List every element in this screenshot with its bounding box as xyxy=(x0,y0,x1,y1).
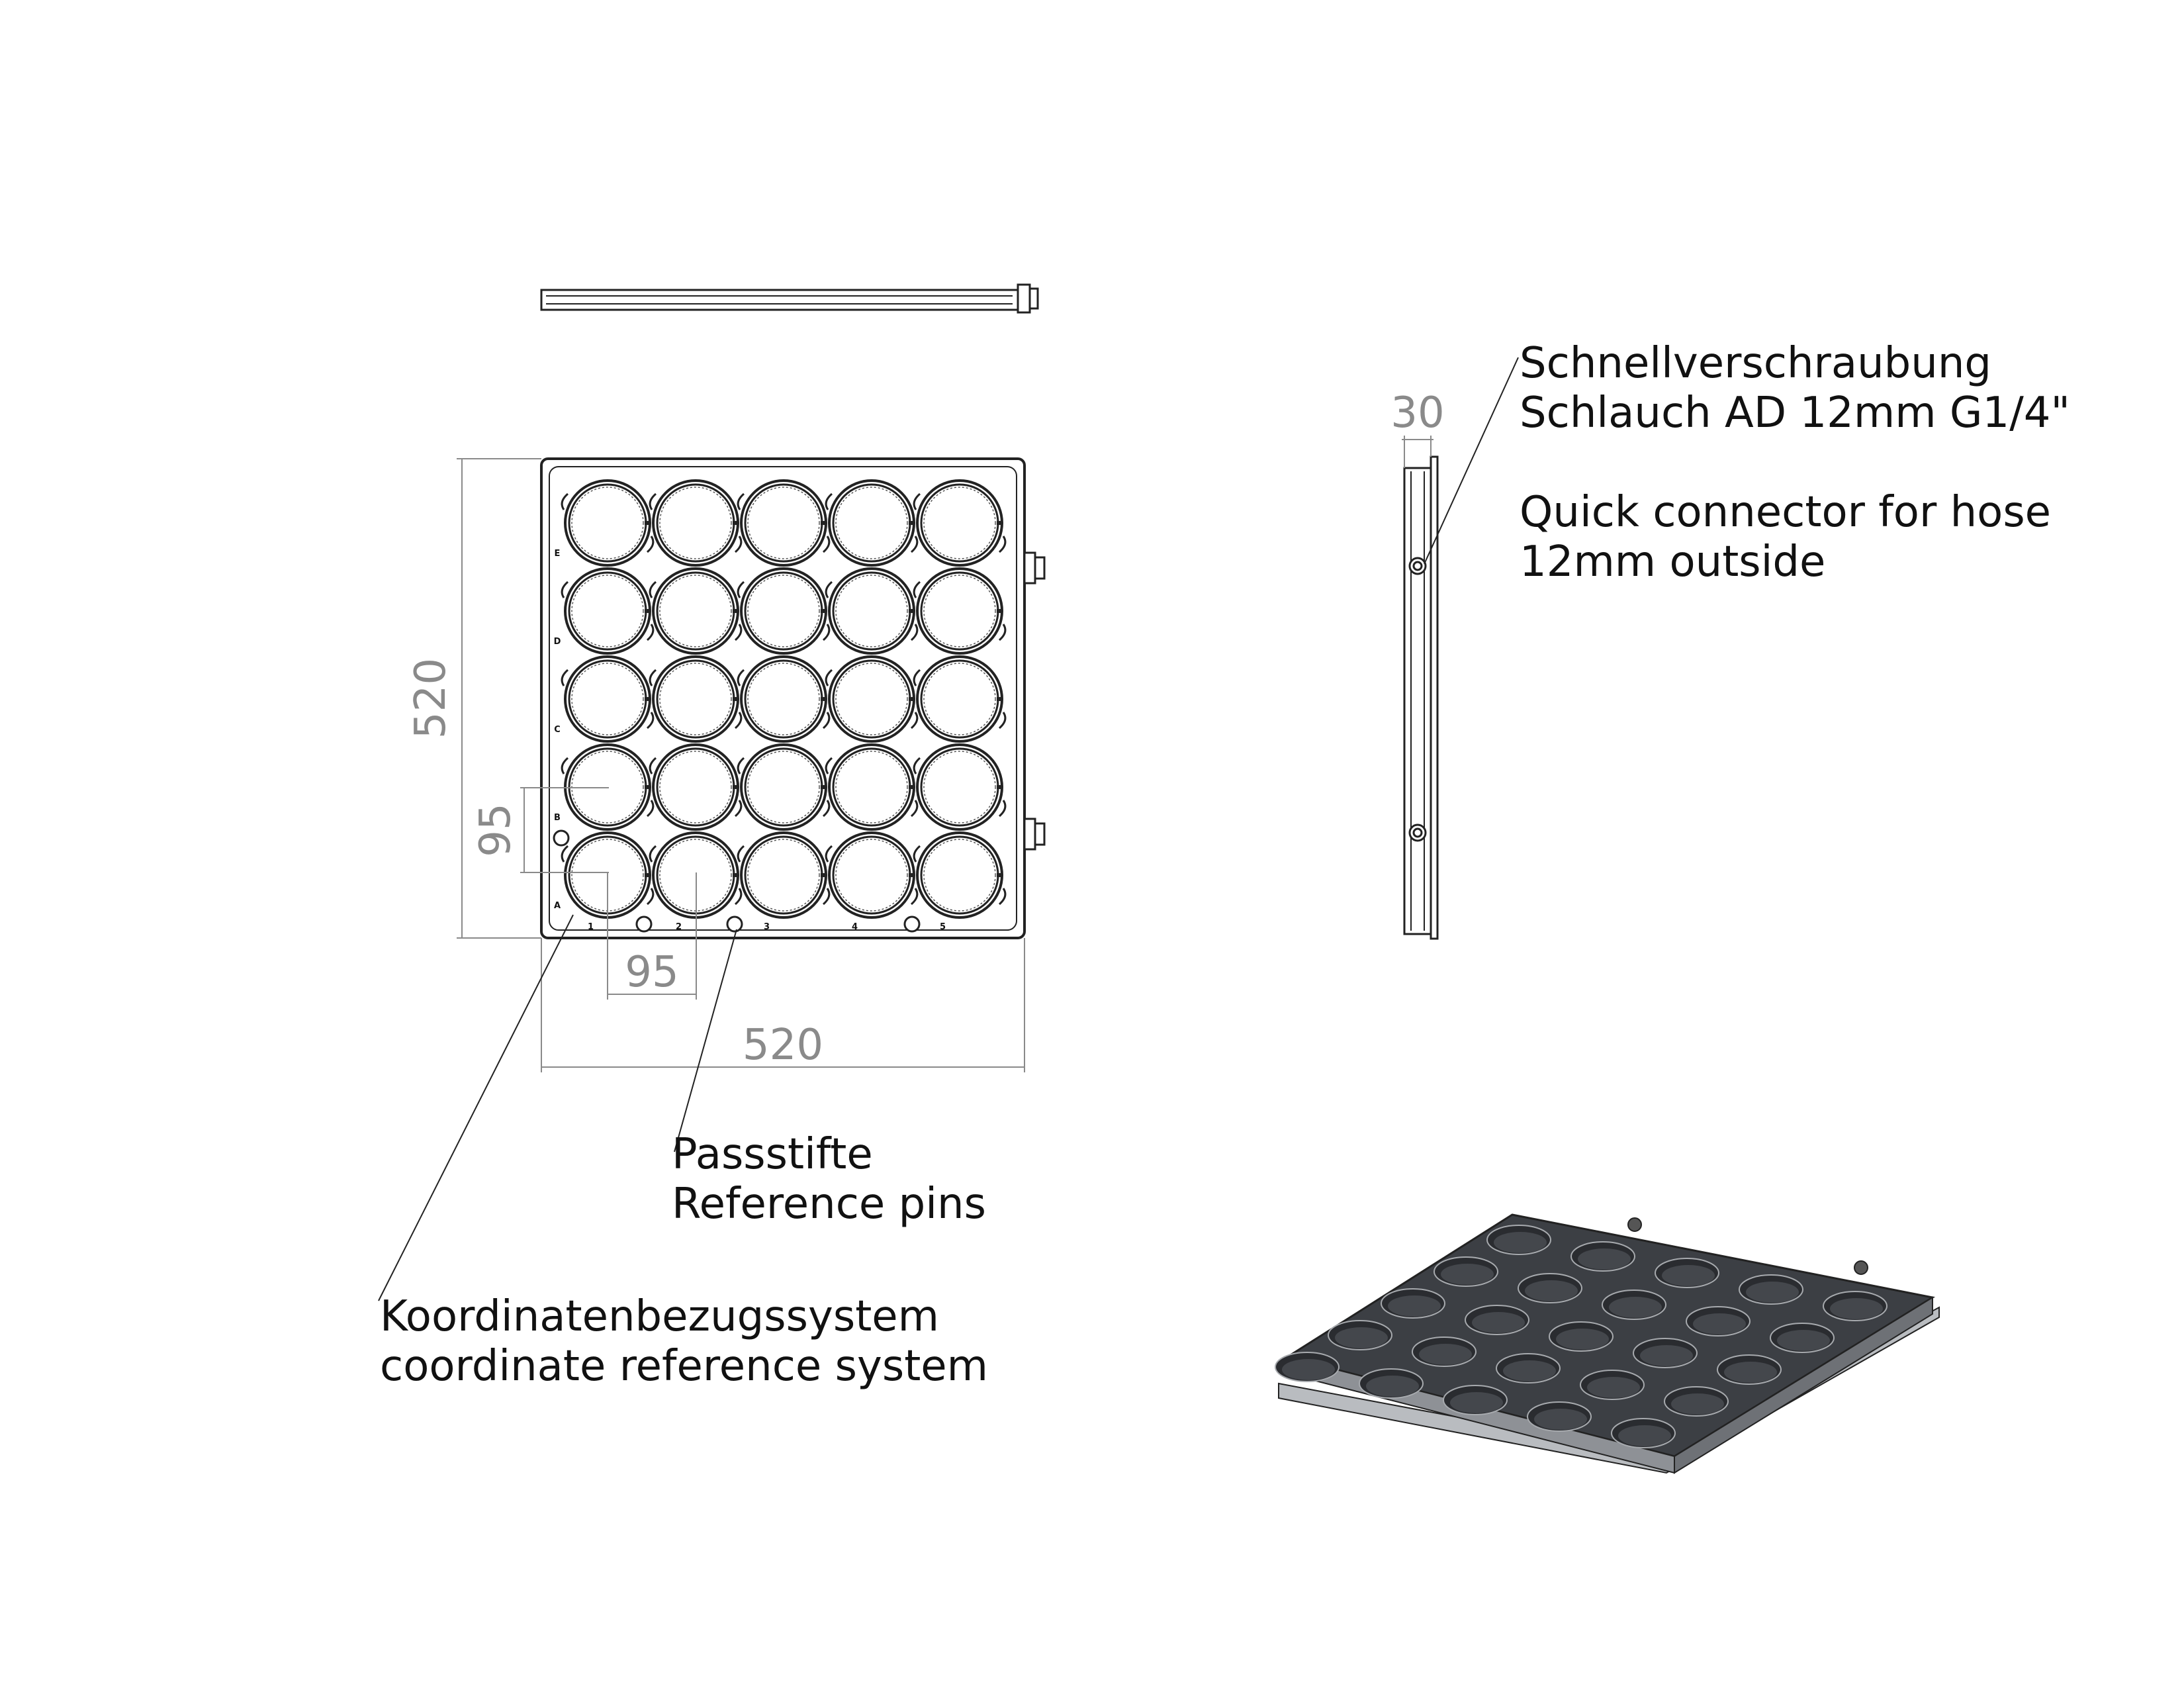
iso-well xyxy=(1443,1385,1508,1415)
reference-pin xyxy=(635,915,653,933)
connector-label-en-2: 12mm outside xyxy=(1520,538,1825,586)
well xyxy=(561,655,655,743)
iso-well xyxy=(1486,1225,1551,1255)
well xyxy=(913,479,1007,567)
well xyxy=(737,567,831,655)
iso-well xyxy=(1580,1370,1645,1400)
iso-well xyxy=(1602,1289,1666,1320)
connector-label-de-2: Schlauch AD 12mm G1/4" xyxy=(1520,389,2070,438)
side-view xyxy=(1403,455,1439,940)
dim-side-thickness-value: 30 xyxy=(1390,389,1444,438)
connector-label-de-1: Schnellverschraubung xyxy=(1520,339,1991,388)
connector-upper xyxy=(1023,551,1046,585)
column-label: 1 xyxy=(588,922,594,932)
well xyxy=(825,831,919,919)
iso-connector xyxy=(1854,1260,1868,1275)
isometric-view xyxy=(1275,1213,1940,1474)
iso-well xyxy=(1527,1401,1592,1432)
reference-pin xyxy=(553,829,570,847)
iso-well xyxy=(1686,1306,1751,1336)
well xyxy=(649,655,743,743)
dim-overall-height-value: 520 xyxy=(406,658,455,739)
well xyxy=(825,479,919,567)
iso-well xyxy=(1770,1323,1835,1353)
well xyxy=(737,479,831,567)
wells xyxy=(561,479,1007,919)
iso-well xyxy=(1655,1258,1719,1288)
dim-pitch-vertical xyxy=(520,787,609,873)
coords-label-de: Koordinatenbezugssystem xyxy=(380,1292,939,1341)
connector-lower xyxy=(1023,818,1046,851)
well xyxy=(649,743,743,831)
well xyxy=(825,655,919,743)
well xyxy=(913,655,1007,743)
dim-side-thickness xyxy=(1402,436,1433,468)
dim-overall-height xyxy=(457,458,541,939)
row-label: C xyxy=(554,725,561,735)
well xyxy=(825,743,919,831)
column-label: 4 xyxy=(852,922,858,932)
top-edge-view xyxy=(540,283,1039,314)
row-labels: E D C B A xyxy=(554,549,561,911)
iso-well xyxy=(1359,1368,1424,1399)
iso-well xyxy=(1717,1354,1782,1385)
plate-inner-outline xyxy=(549,466,1017,931)
well xyxy=(561,567,655,655)
plate-outline xyxy=(540,457,1026,939)
dim-pitch-horizontal xyxy=(607,872,697,1000)
iso-well xyxy=(1328,1320,1392,1350)
column-labels: 1 2 3 4 5 xyxy=(588,922,946,932)
iso-well xyxy=(1465,1305,1529,1335)
iso-well xyxy=(1823,1291,1888,1321)
row-label: D xyxy=(554,637,561,647)
pins-label-en: Reference pins xyxy=(672,1180,986,1229)
iso-well xyxy=(1611,1418,1676,1448)
well xyxy=(913,743,1007,831)
well xyxy=(913,567,1007,655)
reference-pin xyxy=(726,915,743,933)
well xyxy=(913,831,1007,919)
iso-well xyxy=(1549,1321,1614,1352)
iso-well xyxy=(1496,1353,1561,1383)
reference-pin xyxy=(903,915,921,933)
column-label: 3 xyxy=(764,922,770,932)
connector-leader-line xyxy=(1424,357,1519,565)
plate-front-view: E D C B A 1 2 3 4 5 xyxy=(540,457,1046,939)
iso-well xyxy=(1633,1338,1698,1368)
iso-well xyxy=(1570,1241,1635,1272)
iso-well xyxy=(1433,1256,1498,1287)
leader-lines xyxy=(378,914,737,1301)
dim-pitch-vertical-value: 95 xyxy=(471,803,520,857)
coords-label-en: coordinate reference system xyxy=(380,1342,988,1391)
well xyxy=(737,655,831,743)
iso-wells xyxy=(1275,1225,1888,1448)
dim-pitch-horizontal-value: 95 xyxy=(625,948,678,997)
iso-well xyxy=(1739,1274,1803,1305)
well xyxy=(737,831,831,919)
pins-label-de: Passstifte xyxy=(672,1130,873,1179)
column-label: 5 xyxy=(940,922,946,932)
row-label: E xyxy=(555,549,561,559)
iso-well xyxy=(1664,1386,1729,1417)
connector-label-en-1: Quick connector for hose xyxy=(1520,488,2051,537)
iso-well xyxy=(1275,1352,1340,1382)
dim-overall-width-value: 520 xyxy=(743,1021,823,1070)
iso-well xyxy=(1412,1336,1477,1367)
iso-connector xyxy=(1627,1217,1642,1232)
well xyxy=(561,479,655,567)
iso-plate-right-face xyxy=(1674,1296,1933,1474)
well xyxy=(825,567,919,655)
well xyxy=(649,567,743,655)
row-label: A xyxy=(554,901,561,911)
iso-well xyxy=(1518,1273,1582,1303)
column-label: 2 xyxy=(676,922,682,932)
iso-well xyxy=(1381,1288,1445,1319)
dim-overall-width xyxy=(541,938,1025,1072)
well xyxy=(737,743,831,831)
well xyxy=(649,479,743,567)
row-label: B xyxy=(554,813,561,823)
